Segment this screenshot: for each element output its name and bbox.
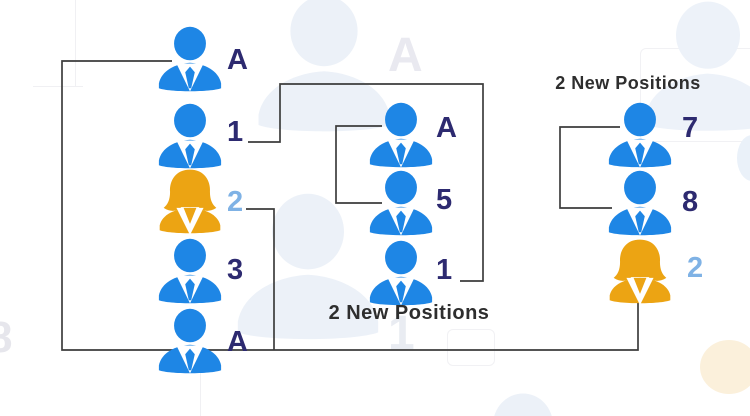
male-person-icon <box>158 103 222 169</box>
person-node-middle-5 <box>361 170 441 237</box>
middle-group-title: 2 New Positions <box>328 302 490 324</box>
male-person-icon <box>369 102 433 168</box>
person-node-middle-a <box>361 102 441 169</box>
node-label: 1 <box>227 116 244 148</box>
node-label: A <box>227 44 249 76</box>
node-label: 1 <box>436 254 453 286</box>
connector-middle-bracket <box>335 125 382 204</box>
person-node-left-2-female <box>150 168 230 235</box>
background-gridline <box>33 86 83 87</box>
male-person-icon <box>608 102 672 168</box>
male-person-icon <box>369 240 433 306</box>
background-gridline <box>200 372 201 416</box>
connector-orange-tap <box>246 208 275 350</box>
node-label: 2 <box>227 186 244 218</box>
person-node-middle-1 <box>361 240 441 307</box>
ghost-person-icon <box>448 392 598 416</box>
ghost-person-icon <box>218 192 398 343</box>
background-ghost-rect <box>447 329 495 366</box>
right-group-title: 2 New Positions <box>555 73 701 93</box>
male-person-icon <box>158 308 222 374</box>
person-node-right-8 <box>600 170 680 237</box>
person-node-left-a-bottom <box>150 308 230 375</box>
node-label: 7 <box>682 112 699 144</box>
person-node-left-1 <box>150 103 230 170</box>
node-label: 2 <box>687 252 704 284</box>
node-label: A <box>436 112 458 144</box>
person-node-right-2-female <box>600 238 680 305</box>
female-person-icon <box>609 239 671 305</box>
ghost-letter-a: A <box>388 29 423 82</box>
node-label: 8 <box>682 186 699 218</box>
connector-right-bracket <box>559 126 620 209</box>
connector-left-loop <box>61 60 639 351</box>
person-node-right-7 <box>600 102 680 169</box>
male-person-icon <box>158 238 222 304</box>
ghost-blue-blob <box>737 135 750 181</box>
ghost-letter-eight: 8 <box>0 313 13 362</box>
male-person-icon <box>158 26 222 92</box>
female-person-icon <box>159 169 221 235</box>
node-label: 5 <box>436 184 453 216</box>
ghost-person-icon <box>628 0 750 134</box>
connector-one-to-one <box>248 83 484 282</box>
ghost-orange-blob <box>700 340 750 394</box>
male-person-icon <box>608 170 672 236</box>
node-label: A <box>227 326 249 358</box>
ghost-person-icon <box>240 0 408 135</box>
person-node-left-a-top <box>150 26 230 93</box>
node-label: 3 <box>227 254 244 286</box>
male-person-icon <box>369 170 433 236</box>
background-gridline <box>75 0 76 86</box>
person-node-left-3 <box>150 238 230 305</box>
